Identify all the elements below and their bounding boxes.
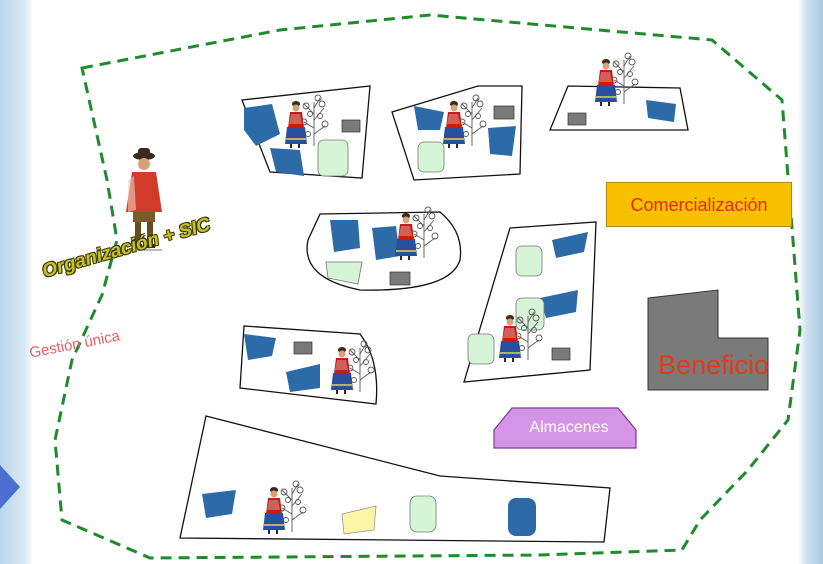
almacenes-label: Almacenes: [529, 419, 609, 436]
community-boundary: [53, 13, 802, 560]
arrow-right-icon: [0, 465, 20, 509]
plot-4: [306, 206, 462, 291]
plot-5: [463, 221, 597, 383]
beneficio-building: [647, 289, 769, 391]
almacenes-box: [493, 407, 637, 449]
comercializacion-label: Comercialización: [630, 195, 768, 215]
beneficio-label: Beneficio: [658, 350, 770, 380]
plot-1: [241, 85, 371, 179]
plot-7: [179, 415, 611, 543]
comercializacion-box: Comercialización: [606, 182, 792, 227]
farmer-icon: [126, 148, 162, 251]
plot-3: [549, 52, 689, 131]
plot-2: [391, 85, 523, 181]
plot-6: [239, 325, 378, 405]
